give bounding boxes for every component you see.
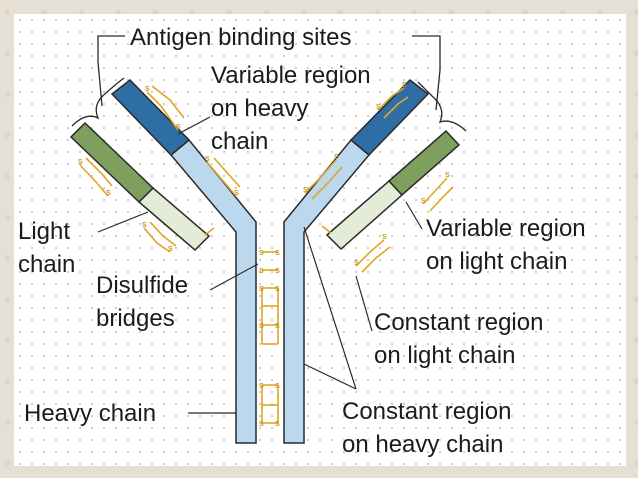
s-marker: S <box>259 268 264 275</box>
s-marker: S <box>275 286 280 293</box>
label-variable-heavy-2: on heavy <box>211 95 308 122</box>
s-marker: S <box>142 222 147 229</box>
s-marker: S <box>259 383 264 390</box>
s-marker: S <box>168 246 173 253</box>
s-marker: S <box>354 260 359 267</box>
heavy-variable-left <box>110 78 191 157</box>
s-marker: S <box>176 124 181 131</box>
s-marker: S <box>259 250 264 257</box>
label-variable-light-1: Variable region <box>426 215 586 242</box>
label-variable-heavy-3: chain <box>211 128 268 155</box>
label-constant-heavy-1: Constant region <box>342 398 511 425</box>
label-variable-light-2: on light chain <box>426 248 567 275</box>
label-heavy-chain: Heavy chain <box>24 400 156 427</box>
label-disulfide-2: bridges <box>96 305 175 332</box>
label-light-chain-1: Light <box>18 218 70 245</box>
s-marker: S <box>259 421 264 428</box>
label-variable-heavy-1: Variable region <box>211 62 371 89</box>
s-marker: S <box>445 172 450 179</box>
label-disulfide-1: Disulfide <box>96 272 188 299</box>
diagram-panel <box>14 14 626 466</box>
light-variable-right <box>387 129 461 197</box>
s-marker: S <box>382 234 387 241</box>
leader-lines <box>97 116 423 414</box>
label-constant-light-2: on light chain <box>374 342 515 369</box>
s-marker: S <box>275 383 280 390</box>
s-marker: S <box>275 250 280 257</box>
disulfide-markers: S S S S S S S S S S S S S S S S S S S S … <box>78 82 450 428</box>
heavy-chain-left <box>110 78 257 444</box>
heavy-variable-right <box>349 78 430 157</box>
light-variable-left <box>69 121 155 204</box>
antigen-bracket <box>71 35 467 132</box>
label-light-chain-2: chain <box>18 251 75 278</box>
s-marker: S <box>303 187 308 194</box>
s-marker: S <box>275 421 280 428</box>
s-marker: S <box>259 323 264 330</box>
light-chain-right <box>325 129 461 251</box>
s-marker: S <box>259 286 264 293</box>
disulfide-bridges <box>79 85 454 424</box>
s-marker: S <box>205 156 210 163</box>
s-marker: S <box>145 86 150 93</box>
s-marker: S <box>78 159 83 166</box>
s-marker: S <box>334 154 339 161</box>
s-marker: S <box>234 190 239 197</box>
s-marker: S <box>275 268 280 275</box>
label-constant-heavy-2: on heavy chain <box>342 431 503 458</box>
label-antigen-binding-sites: Antigen binding sites <box>130 24 351 51</box>
s-marker: S <box>402 82 407 89</box>
s-marker: S <box>106 190 111 197</box>
label-constant-light-1: Constant region <box>374 309 543 336</box>
heavy-chain-right <box>283 78 430 444</box>
s-marker: S <box>376 104 381 111</box>
light-chain-left <box>69 121 211 252</box>
s-marker: S <box>275 323 280 330</box>
s-marker: S <box>421 198 426 205</box>
